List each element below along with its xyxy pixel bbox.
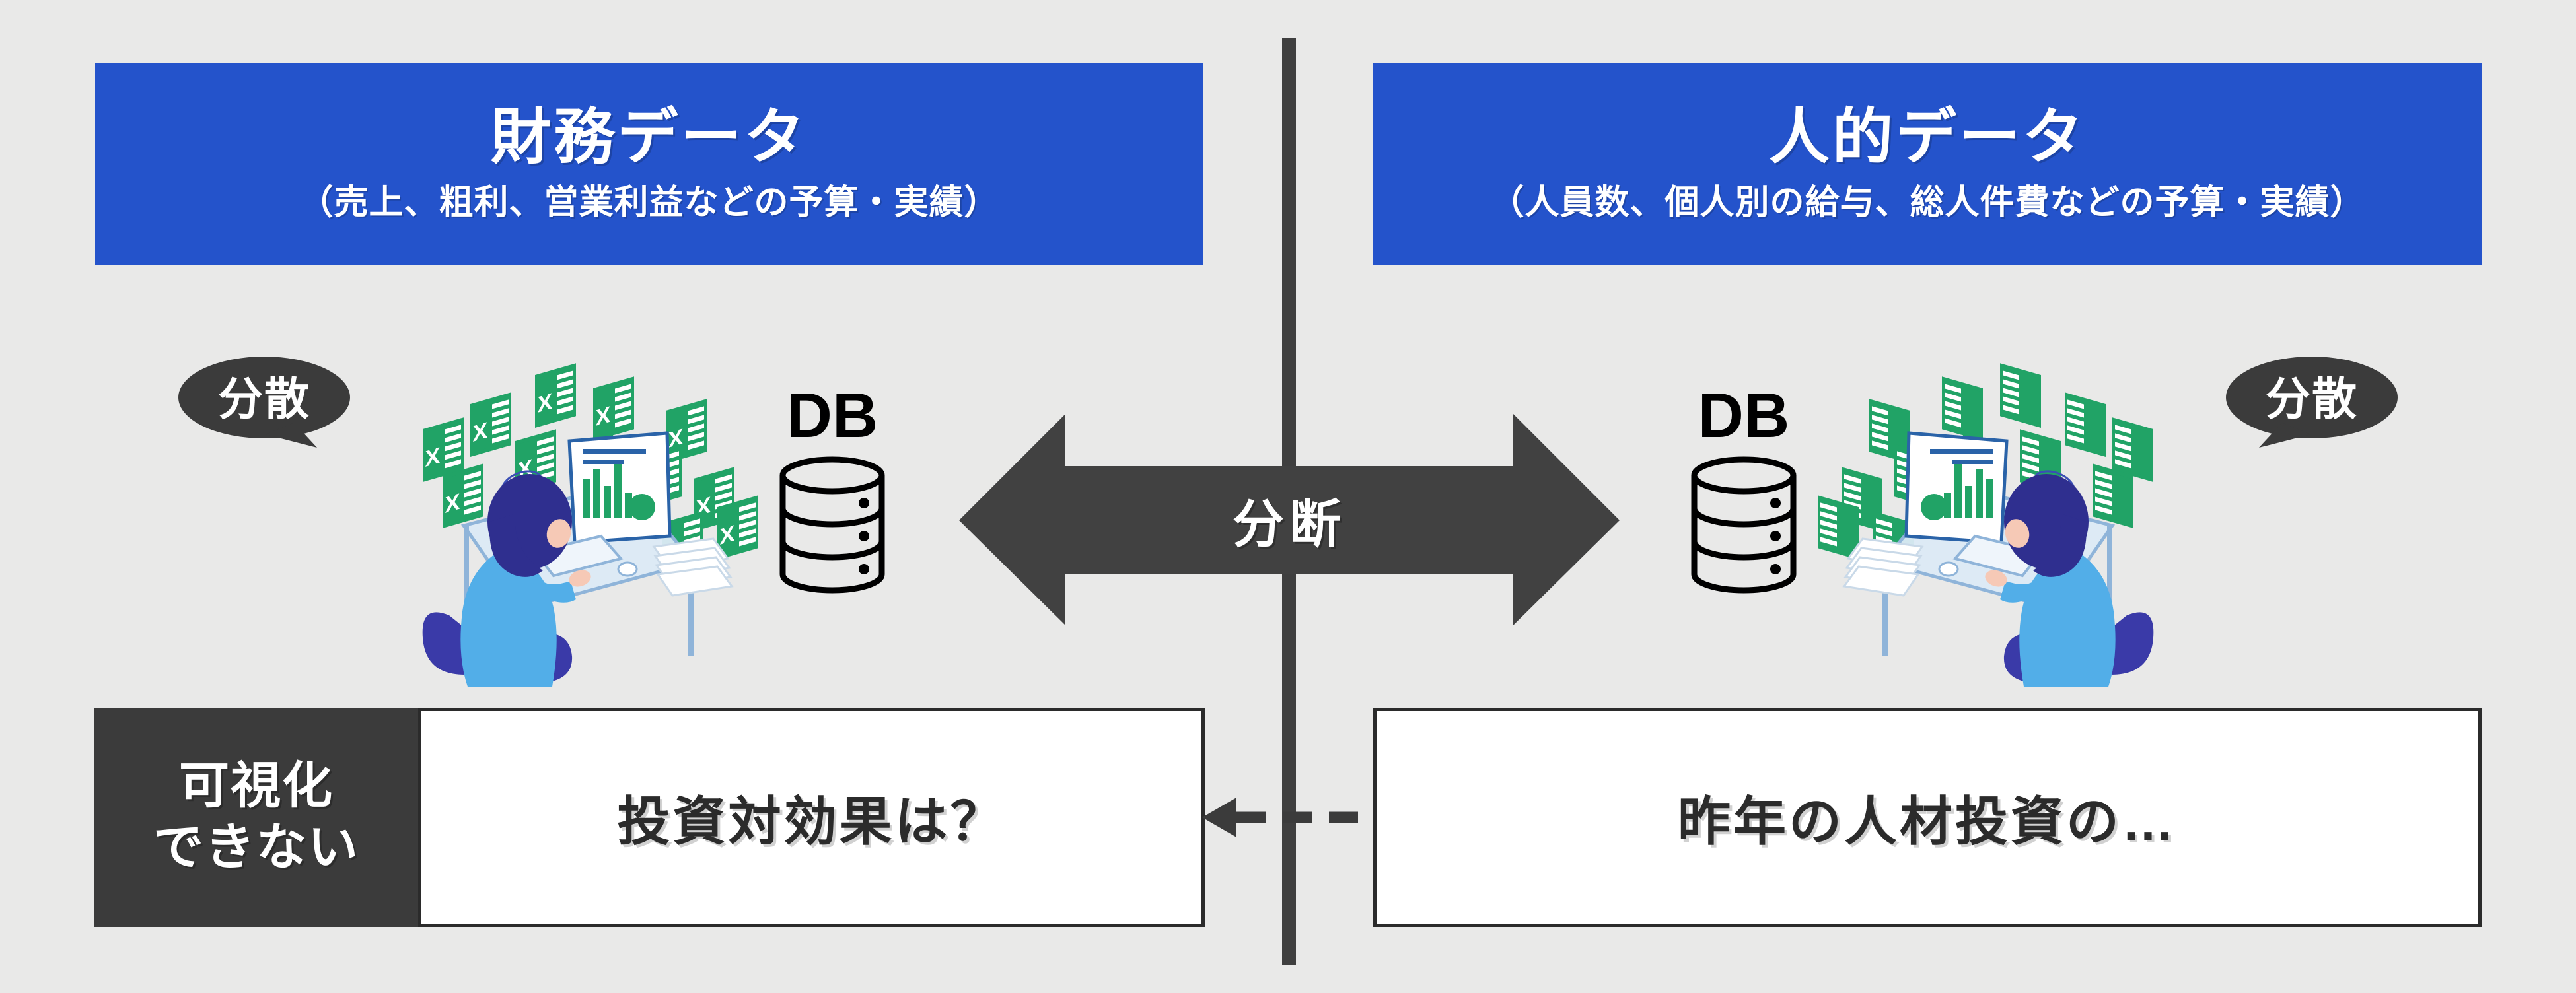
banner-right-title: 人的データ [1768,104,2086,172]
tag-line-2: できない [153,819,359,875]
card-last-year-investment: 昨年の人材投資の… [1373,708,2482,927]
speech-bubble-icon: 分散 [178,357,350,448]
banner-left-subtitle: （売上、粗利、営業利益などの予算・実績） [299,183,999,222]
person-at-desk-icon [422,431,734,687]
tag-line-1: 可視化 [179,758,334,815]
dashed-arrow-icon [1202,798,1375,837]
svg-text:X: X [720,521,735,550]
svg-text:X: X [538,389,553,418]
banner-left-title: 財務データ [490,104,808,172]
person-at-desk-icon [1842,431,2154,687]
illustration-financial-silo: 分散 X X X X [178,357,885,687]
svg-text:X: X [445,489,460,518]
bottom-left-group: 可視化 できない 投資対効果は？ [94,708,1205,927]
bubble-label-right: 分散 [2266,374,2358,425]
database-cylinder-icon [1691,456,1797,594]
banner-financial-data: 財務データ （売上、粗利、営業利益などの予算・実績） [95,63,1203,265]
db-label-left: DB [787,380,878,451]
svg-text:X: X [596,402,611,431]
banner-right-subtitle: （人員数、個人別の給与、総人件費などの予算・実績） [1489,183,2365,222]
speech-bubble-icon [2226,357,2398,448]
svg-text:分散: 分散 [218,374,310,425]
database-cylinder-icon: DB [779,380,885,594]
illustration-human-silo: 分散 DB [1691,357,2398,687]
card-roi-question: 投資対効果は？ [418,708,1205,927]
svg-text:X: X [473,418,488,447]
db-label-right: DB [1698,380,1790,451]
tag-cannot-visualize: 可視化 できない [94,708,418,927]
double-headed-arrow-icon [959,414,1620,625]
svg-text:X: X [425,443,441,472]
banner-human-data: 人的データ （人員数、個人別の給与、総人件費などの予算・実績） [1373,63,2482,265]
